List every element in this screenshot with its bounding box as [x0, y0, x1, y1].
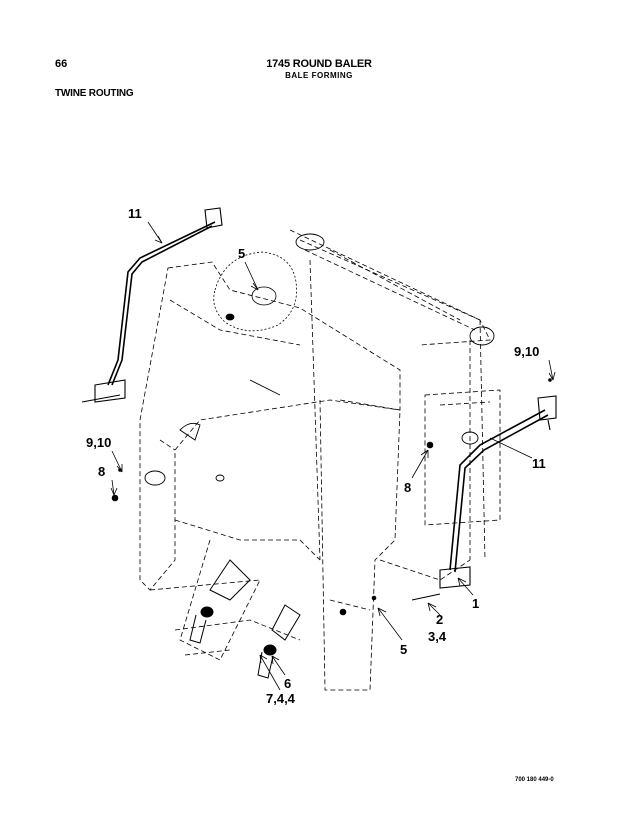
- callout-5-bottom: 5: [400, 642, 407, 657]
- drawing-code: 700 180 449-0: [515, 777, 554, 783]
- right-twine-tube: [449, 409, 549, 573]
- callout-1: 1: [472, 596, 479, 611]
- hardware-fasteners: [111, 378, 552, 616]
- section-title: TWINE ROUTING: [55, 88, 134, 99]
- twine-tensioner-assembly: [189, 559, 301, 679]
- callout-11-left: 11: [128, 206, 142, 221]
- callout-8-left: 8: [98, 464, 105, 479]
- callout-6: 6: [284, 676, 291, 691]
- callout-5-top: 5: [238, 246, 245, 261]
- callout-9-10-left: 9,10: [86, 435, 111, 450]
- callout-7-4-4: 7,4,4: [266, 691, 296, 706]
- document-title: 1745 ROUND BALER: [266, 58, 372, 70]
- left-twine-tube: [107, 221, 216, 386]
- left-twine-guide-bracket: [81, 207, 223, 403]
- callout-11-right: 11: [532, 456, 546, 471]
- detail-circle-top: [213, 251, 297, 332]
- callout-3-4: 3,4: [428, 629, 447, 644]
- callout-2: 2: [436, 612, 443, 627]
- baler-frame-details: [144, 233, 495, 486]
- callout-labels: 11 5 9,10 9,10 8 8 11 1 2 3,4 5 6 7,4,4: [86, 206, 546, 706]
- right-twine-guide-bracket: [411, 395, 557, 601]
- document-subtitle: BALE FORMING: [285, 71, 353, 80]
- callout-9-10-right: 9,10: [514, 344, 539, 359]
- callout-8-right: 8: [404, 480, 411, 495]
- baler-frame-outline: [139, 229, 501, 691]
- callout-leaders: [110, 221, 556, 691]
- page-number: 66: [55, 58, 68, 70]
